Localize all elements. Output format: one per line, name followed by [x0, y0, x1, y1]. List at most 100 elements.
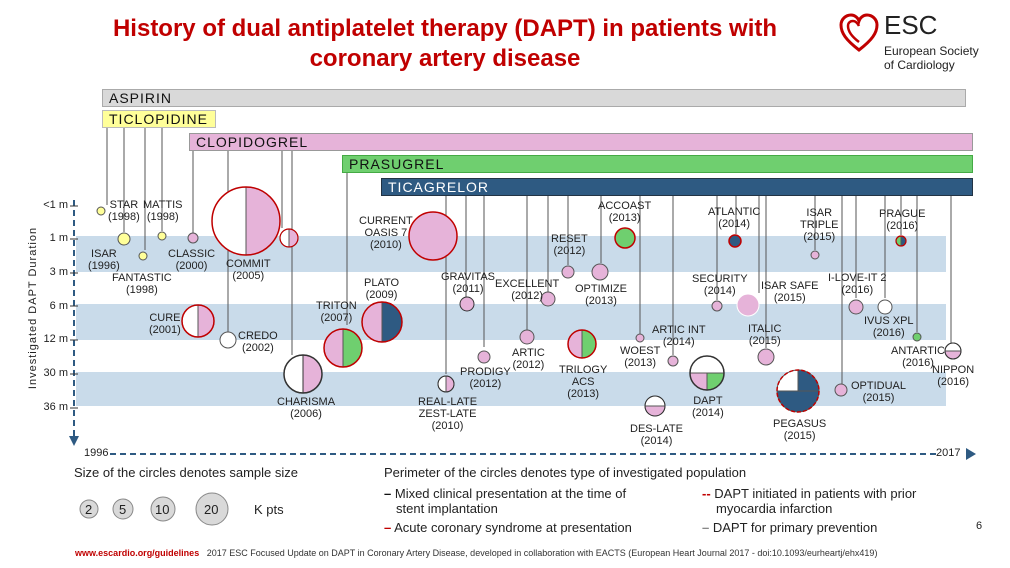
size-legend-value: 10	[155, 502, 170, 517]
trial-label: ATLANTIC(2014)	[708, 206, 761, 230]
trial-circle-credo-a	[279, 228, 290, 248]
bar-clopidogrel: CLOPIDOGREL	[189, 133, 973, 151]
footer-url[interactable]: www.escardio.org/guidelines	[75, 548, 200, 558]
trial-label: ARTIC(2012)	[512, 347, 545, 371]
trial-circle-gravitas	[459, 296, 475, 312]
trial-label: OPTIDUAL(2015)	[851, 380, 907, 404]
esc-heart-logo-icon	[839, 13, 879, 52]
trial-circle-artic	[519, 329, 535, 345]
trial-circle-i-love-it-2	[848, 299, 864, 315]
trial-circle-commit	[211, 186, 247, 256]
bar-ticagrelor: TICAGRELOR	[381, 178, 973, 196]
legend-item-mixed: – Mixed clinical presentation at the tim…	[384, 486, 627, 516]
trial-circle-italic	[757, 348, 775, 366]
trial-circle-optimize	[591, 263, 609, 281]
footer-citation: 2017 ESC Focused Update on DAPT in Coron…	[206, 548, 878, 558]
trial-label: PEGASUS(2015)	[773, 418, 827, 442]
trial-label: TRITON(2007)	[316, 300, 357, 324]
trial-label: COMMIT(2005)	[226, 258, 271, 282]
page-number: 6	[976, 520, 983, 532]
size-legend-value: 5	[119, 502, 127, 517]
trial-circle-credo	[219, 331, 237, 349]
trial-label: ISAR SAFE(2015)	[761, 280, 819, 304]
bar-aspirin: ASPIRIN	[102, 89, 966, 107]
trial-circle-artic-int	[667, 355, 679, 367]
y-tick-label: <1 m	[43, 199, 68, 211]
trial-circle-security	[711, 300, 723, 312]
trial-circle-trilogy	[567, 329, 583, 359]
trial-label: PRAGUE(2016)	[879, 208, 926, 232]
trial-label: RESET(2012)	[551, 233, 588, 257]
trial-label: PRODIGY(2012)	[460, 366, 511, 390]
trial-circle-triton	[323, 328, 344, 368]
legend-marker: –	[384, 520, 392, 535]
trial-circle-nippon	[944, 342, 962, 352]
trial-label: ARTIC INT(2014)	[652, 324, 706, 348]
legend-marker: –	[702, 520, 710, 535]
trial-circle-isar	[96, 206, 106, 216]
trial-label: SECURITY(2014)	[692, 273, 748, 297]
legend-marker: --	[702, 486, 711, 501]
trial-label: NIPPON(2016)	[932, 364, 975, 388]
y-tick-label: 1 m	[49, 232, 68, 244]
trial-label: STAR(1998)	[108, 199, 140, 223]
y-tick-label: 36 m	[43, 401, 68, 413]
trial-circle-dapt	[689, 355, 725, 374]
trial-label: I-LOVE-IT 2(2016)	[828, 272, 887, 296]
trial-circle-isar-triple	[810, 250, 820, 260]
trial-circle-star	[117, 232, 131, 246]
size-legend-title: Size of the circles denotes sample size	[74, 465, 298, 480]
bar-prasugrel: PRASUGREL	[342, 155, 973, 173]
trial-label: WOEST(2013)	[620, 345, 661, 369]
trial-circle-plato	[361, 301, 383, 343]
trial-label: CREDO(2002)	[238, 330, 278, 354]
size-legend-circles	[79, 492, 229, 526]
trial-circle-reset	[561, 265, 575, 279]
trial-label: IVUS XPL(2016)	[864, 315, 914, 339]
trial-label: CHARISMA(2006)	[277, 396, 336, 420]
trial-label: OPTIMIZE(2013)	[575, 283, 627, 307]
trial-label: DES-LATE(2014)	[630, 423, 683, 447]
trial-circle-woest	[635, 333, 645, 343]
trial-label: DAPT(2014)	[692, 395, 724, 419]
trial-circle-antartic	[912, 332, 922, 342]
y-tick-label: 12 m	[43, 333, 68, 345]
duration-band-6m-12m	[76, 304, 946, 340]
perimeter-legend-title: Perimeter of the circles denotes type of…	[384, 465, 747, 480]
trial-circle-prodigy	[477, 350, 491, 364]
trial-label: PLATO(2009)	[364, 277, 400, 301]
trial-circle-classic	[187, 232, 199, 244]
legend-item-prior-mi: -- DAPT initiated in patients with prior…	[702, 486, 917, 516]
trial-circle-cure	[181, 304, 199, 338]
legend-item-acs: – Acute coronary syndrome at presentatio…	[384, 520, 632, 535]
logo-name: ESC	[884, 10, 938, 40]
trial-circle-excellent	[540, 291, 556, 307]
legend-marker: –	[384, 486, 392, 501]
x-axis-start-label: 1996	[84, 447, 109, 459]
trial-label: CURE(2001)	[149, 312, 181, 336]
trial-circle-des-late	[644, 395, 666, 407]
trial-circle-atlantic	[728, 234, 742, 248]
size-legend-unit: K pts	[254, 502, 284, 517]
legend-item-primary-prevention: – DAPT for primary prevention	[702, 520, 878, 535]
y-tick-label: 6 m	[49, 300, 68, 312]
trial-circle-optidual	[834, 383, 848, 397]
trial-label: ITALIC(2015)	[748, 323, 782, 347]
trial-label: FANTASTIC(1998)	[112, 272, 172, 296]
size-legend-value: 2	[85, 502, 93, 517]
trial-circle-real-late	[437, 375, 447, 393]
slide-title: History of dual antiplatelet therapy (DA…	[112, 15, 778, 72]
trial-circle-ivus-xpl	[877, 299, 893, 315]
trial-circle-mattis	[157, 231, 167, 241]
trial-label: ISAR(1996)	[88, 248, 120, 272]
trial-circle-charisma	[283, 354, 304, 394]
trial-label: CLASSIC(2000)	[168, 248, 216, 272]
y-tick-label: 30 m	[43, 367, 68, 379]
trial-label: MATTIS(1998)	[143, 199, 183, 223]
trial-label: GRAVITAS(2011)	[441, 271, 495, 295]
trial-label: ACCOAST(2013)	[598, 200, 652, 224]
